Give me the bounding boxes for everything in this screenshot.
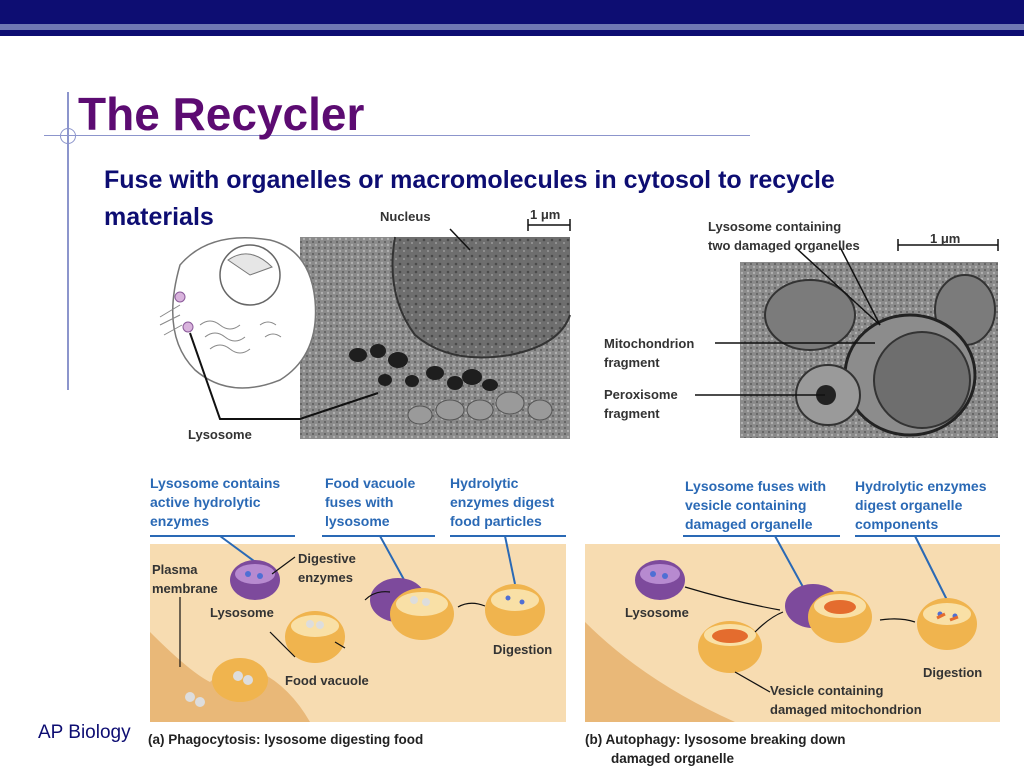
digestion-label-phago: Digestion — [493, 642, 553, 657]
peroxisome-fragment-label-1: Peroxisome — [604, 387, 678, 402]
vesicle-label-1: Vesicle containing — [770, 683, 884, 698]
nucleus-label: Nucleus — [380, 209, 431, 224]
autophagy-caption-line2: damaged organelle — [611, 751, 735, 766]
phago-step1-line1: Lysosome contains — [150, 475, 281, 491]
scale-label-left: 1 μm — [530, 207, 561, 222]
phago-step2-line3: lysosome — [325, 513, 390, 529]
mitochondrion-fragment-label-1: Mitochondrion — [604, 336, 695, 351]
auto-step2-line2: digest organelle — [855, 497, 963, 513]
autophagy-micrograph — [695, 239, 999, 438]
auto-step1-line1: Lysosome fuses with — [685, 478, 827, 494]
cell-and-micrograph-illustration — [159, 219, 571, 439]
auto-step1-line2: vesicle containing — [685, 497, 807, 513]
phagocytosis-caption: (a) Phagocytosis: lysosome digesting foo… — [148, 732, 424, 747]
decorative-crosshair-circle — [60, 128, 76, 144]
decorative-horizontal-line — [44, 135, 750, 136]
lysosome-damaged-label-1: Lysosome containing — [708, 219, 842, 234]
phagocytosis-diagram: Lysosome contains active hydrolytic enzy… — [148, 472, 568, 762]
mitochondrion-fragment-label-2: fragment — [604, 355, 660, 370]
digestive-enzymes-label-2: enzymes — [298, 570, 353, 585]
auto-step2-line3: components — [855, 516, 939, 532]
lysosome-label-phago: Lysosome — [210, 605, 274, 620]
slide-title: The Recycler — [78, 88, 365, 140]
scale-label-right: 1 μm — [930, 231, 961, 246]
phago-step3-line1: Hydrolytic — [450, 475, 519, 491]
right-micrograph-panel: Lysosome containing two damaged organell… — [600, 215, 1005, 445]
phago-step2-line1: Food vacuole — [325, 475, 416, 491]
phago-step2-line2: fuses with — [325, 494, 394, 510]
phago-step3-line3: food particles — [450, 513, 542, 529]
auto-step1-line3: damaged organelle — [685, 516, 813, 532]
lysosome-label-auto: Lysosome — [625, 605, 689, 620]
footer-label: AP Biology — [38, 722, 131, 743]
phago-step3-line2: enzymes digest — [450, 494, 555, 510]
food-vacuole-label: Food vacuole — [285, 673, 369, 688]
decorative-vertical-line — [67, 92, 69, 390]
phago-step1-line2: active hydrolytic — [150, 494, 261, 510]
header-stripe — [0, 24, 1024, 30]
lysosome-damaged-label-2: two damaged organelles — [708, 238, 860, 253]
phago-step1-line3: enzymes — [150, 513, 210, 529]
vesicle-label-2: damaged mitochondrion — [770, 702, 922, 717]
header-bar — [0, 0, 1024, 36]
autophagy-diagram: Lysosome fuses with vesicle containing d… — [585, 472, 1005, 768]
lysosome-label-left: Lysosome — [188, 427, 252, 442]
autophagy-illustration — [585, 535, 1000, 722]
phagocytosis-illustration — [150, 535, 566, 722]
auto-step2-line1: Hydrolytic enzymes — [855, 478, 987, 494]
digestion-label-auto: Digestion — [923, 665, 983, 680]
plasma-membrane-label-2: membrane — [152, 581, 218, 596]
digestive-enzymes-label-1: Digestive — [298, 551, 356, 566]
slide-bullet: Fuse with organelles or macromolecules i… — [104, 166, 835, 231]
left-micrograph-panel: Nucleus 1 μm Lysosome — [150, 205, 575, 450]
plasma-membrane-label-1: Plasma — [152, 562, 198, 577]
autophagy-caption-line1: (b) Autophagy: lysosome breaking down — [585, 732, 846, 747]
peroxisome-fragment-label-2: fragment — [604, 406, 660, 421]
